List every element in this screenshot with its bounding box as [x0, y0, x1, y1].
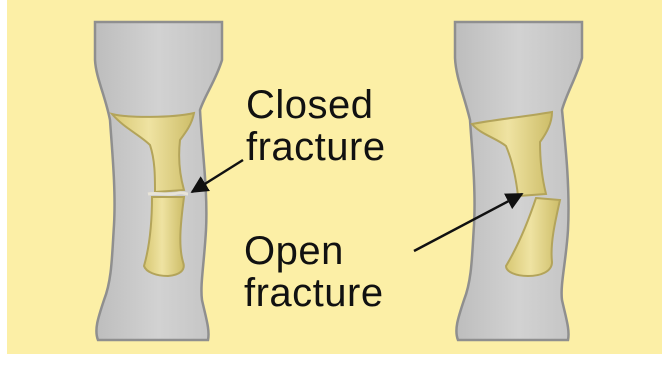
right-leg [455, 22, 582, 340]
left-leg [95, 22, 222, 340]
open-fracture-label-line1: Open [244, 230, 384, 272]
closed-fracture-label: Closed fracture [246, 84, 386, 168]
closed-fracture-label-line2: fracture [246, 126, 386, 168]
open-fracture-label-line2: fracture [244, 272, 384, 314]
open-fracture-label: Open fracture [244, 230, 384, 314]
left-fracture-line [148, 193, 188, 194]
closed-fracture-label-line1: Closed [246, 84, 386, 126]
